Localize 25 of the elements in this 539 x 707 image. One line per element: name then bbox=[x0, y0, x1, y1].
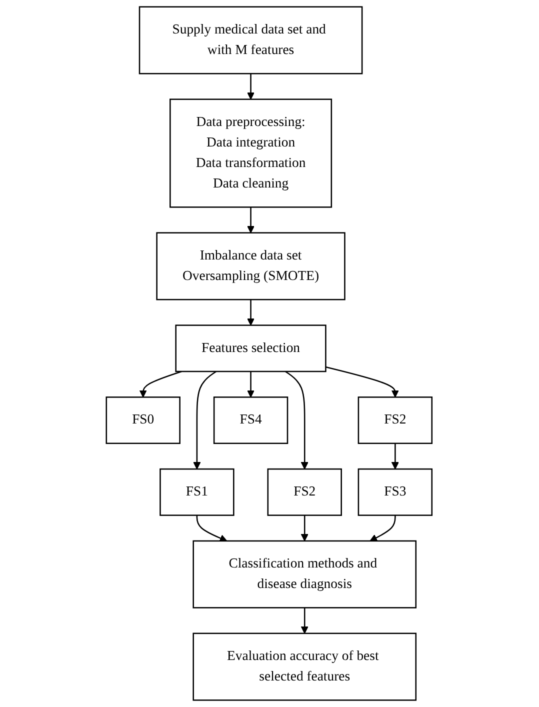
arrow bbox=[196, 515, 228, 542]
node-box: FS3 bbox=[358, 468, 433, 516]
arrow bbox=[301, 608, 309, 634]
arrow bbox=[140, 370, 182, 398]
arrow bbox=[301, 515, 309, 542]
arrow bbox=[370, 515, 396, 542]
arrow bbox=[247, 207, 255, 234]
node-box: FS4 bbox=[214, 396, 288, 444]
node-box: FS1 bbox=[160, 468, 235, 516]
arrow bbox=[247, 300, 255, 326]
node-box: Evaluation accuracy of best selected features bbox=[193, 632, 417, 701]
arrow bbox=[285, 370, 309, 470]
arrow bbox=[194, 370, 217, 470]
arrow bbox=[392, 443, 400, 470]
node-box: FS0 bbox=[106, 396, 181, 444]
node-box: Imbalance data set Oversampling (SMOTE) bbox=[156, 232, 346, 300]
node-box: Features selection bbox=[176, 324, 327, 372]
node-box: FS2 bbox=[268, 468, 342, 516]
arrow bbox=[326, 366, 400, 398]
node-box: Classification methods and disease diagnosis bbox=[193, 540, 417, 608]
node-box: FS2 bbox=[358, 396, 433, 444]
arrow bbox=[247, 74, 255, 100]
node-box: Supply medical data set and with M features bbox=[139, 6, 364, 74]
node-box: Data preprocessing: Data integration Data transformation Data cleaning bbox=[170, 98, 332, 208]
arrow bbox=[247, 371, 255, 398]
